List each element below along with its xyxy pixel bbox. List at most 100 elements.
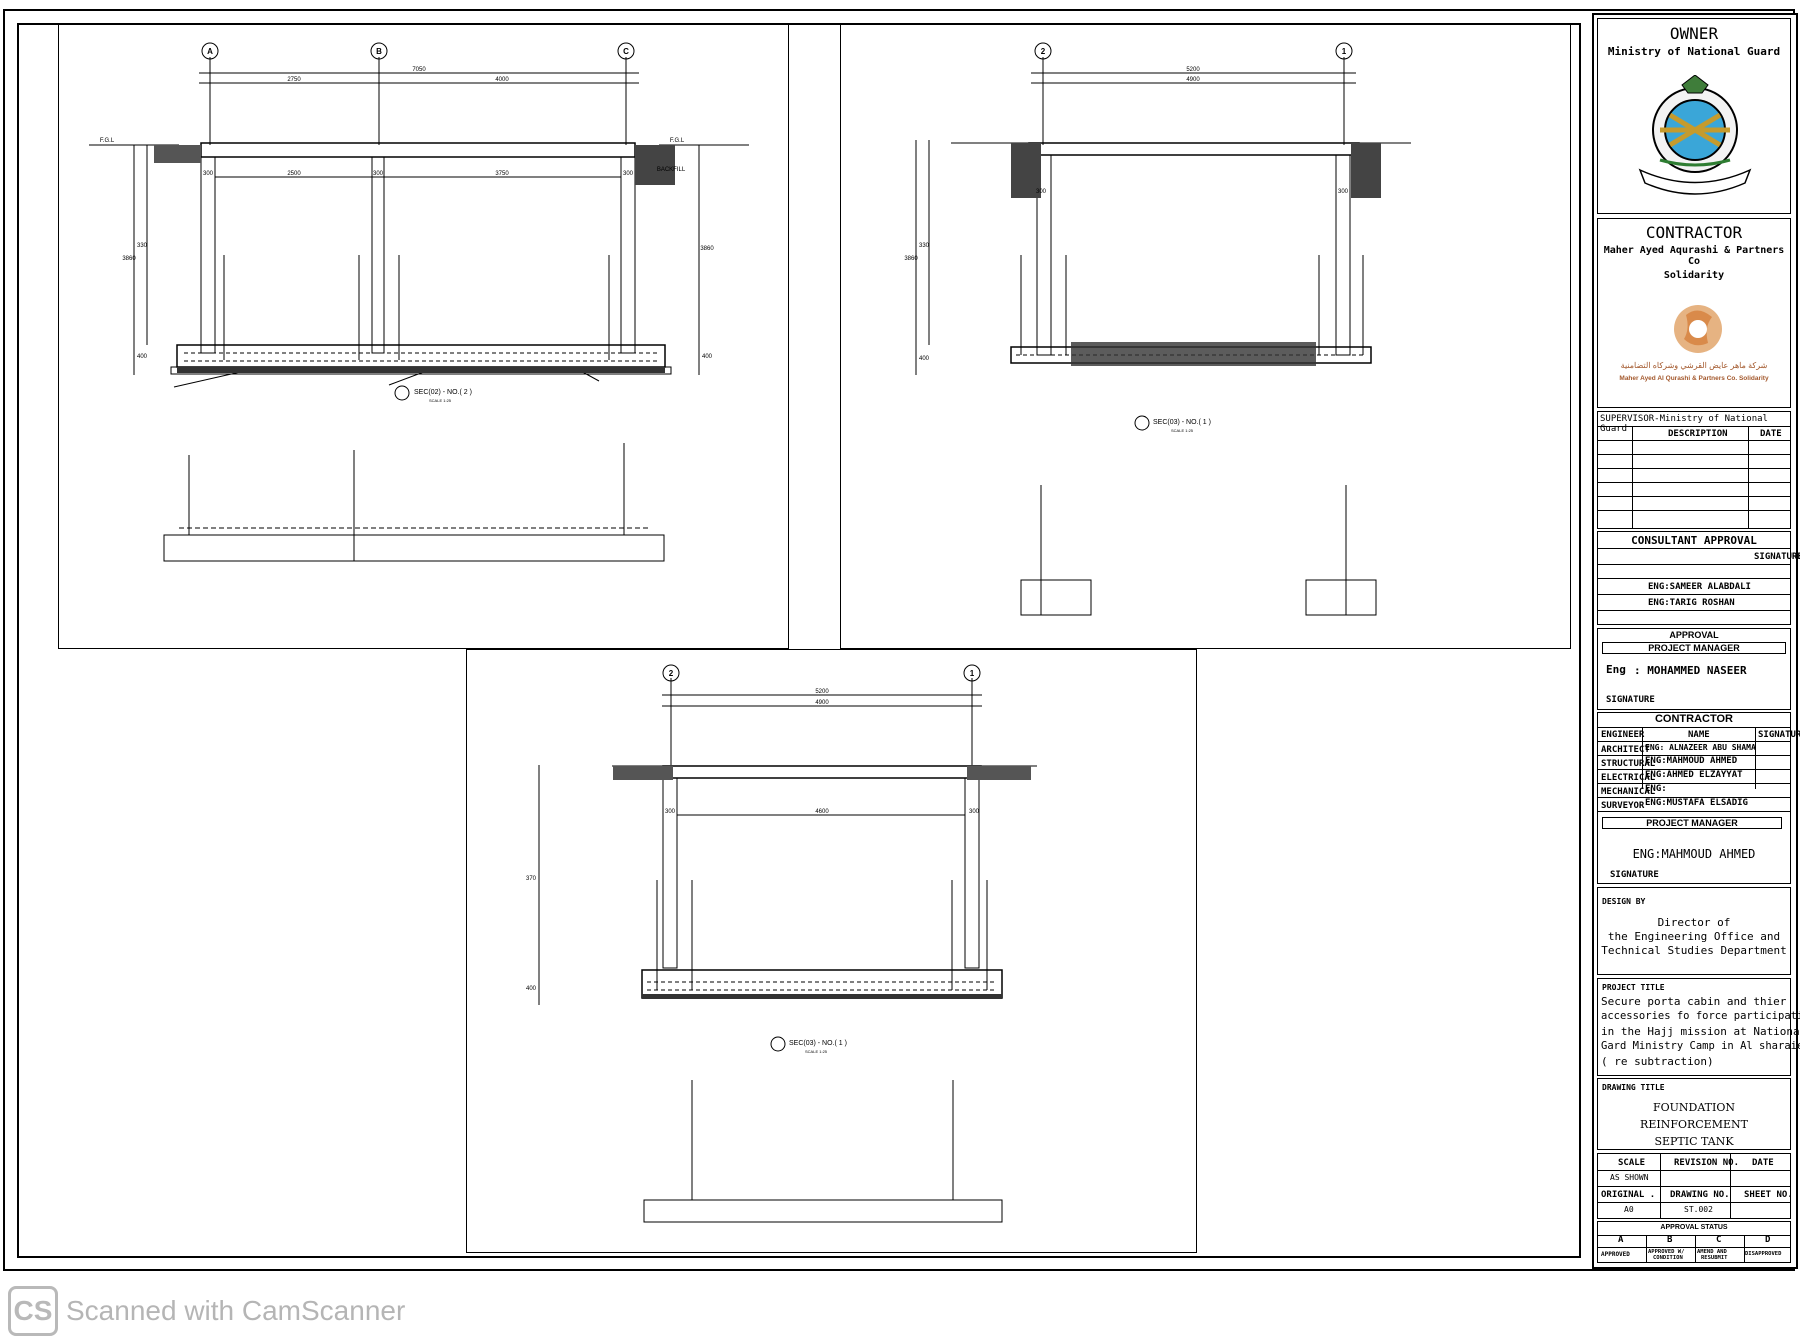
grid-label-2: 2	[1041, 47, 1046, 56]
approval-signature-label: SIGNATURE	[1606, 695, 1655, 705]
dim-4900: 4900	[815, 700, 829, 706]
dim-wall-a: 300	[203, 171, 214, 177]
contractor-logo-english: Maher Ayed Al Qurashi & Partners Co. Sol…	[1619, 375, 1769, 382]
team-role-electrical: ELECTRICAL	[1601, 773, 1656, 783]
status-approved-w: APPROVED W/	[1648, 1249, 1685, 1255]
national-guard-emblem-icon	[1638, 75, 1752, 195]
supervisor-label: SUPERVISOR-Ministry of National Guard	[1600, 414, 1768, 434]
team-role-structural: STRUCTURAL	[1601, 759, 1656, 769]
dim-wall-2: 300	[665, 809, 676, 815]
owner-name: Ministry of National Guard	[1607, 45, 1781, 58]
contractor-section: CONTRACTOR Maher Ayed Aqurashi & Partner…	[1597, 218, 1791, 408]
section-title-sec03-a: SEC(03) - NO.( 1 )	[1153, 419, 1211, 426]
camscanner-text: Scanned with CamScanner	[66, 1295, 406, 1326]
dim-7050: 7050	[412, 67, 426, 73]
supervisor-section: SUPERVISOR-Ministry of National Guard DE…	[1597, 411, 1791, 529]
contractor-team-heading: CONTRACTOR	[1654, 713, 1733, 725]
dim-4900: 4900	[1186, 77, 1200, 83]
approval-status-label: APPROVAL STATUS	[1660, 1224, 1728, 1231]
level-fgl-right: F.G.L	[670, 138, 685, 144]
team-name-architect: ENG: ALNAZEER ABU SHAMA	[1645, 743, 1756, 752]
dim-4600: 4600	[815, 809, 829, 815]
team-role-mechanical: MECHANICAL	[1601, 787, 1656, 797]
height-400-right: 400	[702, 354, 713, 360]
consultant-heading: CONSULTANT APPROVAL	[1631, 534, 1757, 547]
project-title-line-5: ( re subtraction)	[1601, 1055, 1714, 1068]
camscanner-watermark: CS Scanned with CamScanner	[8, 1283, 405, 1339]
status-letter-a: A	[1618, 1235, 1624, 1245]
drawing-no-value: ST.002	[1684, 1205, 1713, 1214]
contractor-team-section: CONTRACTOR ENGINEER NAME SIGNATURE ARCHI…	[1597, 712, 1800, 884]
drawing-no-label: DRAWING NO.	[1670, 1190, 1730, 1200]
camscanner-logo-icon: CS	[8, 1286, 58, 1336]
status-letter-d: D	[1765, 1235, 1771, 1245]
status-letter-c: C	[1716, 1235, 1722, 1245]
date-label: DATE	[1752, 1158, 1774, 1168]
project-title-line-2: accessories fo force participating	[1601, 1010, 1800, 1022]
section-panel-sec02: A B C 7050 2750 4000 2500 3750 300 300 3…	[58, 24, 789, 649]
approval-pm-label: PROJECT MANAGER	[1602, 642, 1786, 654]
section-panel-sec03-a: 2 1 5200 4900 300 300 3860 330 400 SEC(0…	[840, 24, 1571, 649]
team-header-name: NAME	[1688, 730, 1710, 740]
team-header-engineer: ENGINEER	[1601, 730, 1645, 740]
sec03a-drawing: 2 1 5200 4900 300 300 3860 330 400 SEC(0…	[904, 42, 1411, 616]
approval-eng-name: : MOHAMMED NASEER	[1634, 664, 1747, 677]
sheet-no-label: SHEET NO.	[1744, 1190, 1793, 1200]
consultant-eng-2: ENG:TARIG ROSHAN	[1648, 598, 1735, 608]
section-scale-sec03-b: SCALE 1:25	[805, 1049, 828, 1054]
height-400-left: 400	[137, 354, 148, 360]
height-3860-right: 3860	[700, 246, 714, 252]
drawing-title-line-2: SEPTIC TANK	[1654, 1135, 1734, 1148]
dim-2750: 2750	[287, 77, 301, 83]
team-name-surveyor: ENG:MUSTAFA ELSADIG	[1645, 798, 1748, 808]
project-title-section: PROJECT TITLE Secure porta cabin and thi…	[1597, 978, 1800, 1076]
grid-label-a: A	[207, 47, 213, 56]
status-disapproved: DISAPPROVED	[1745, 1251, 1782, 1257]
scale-value: AS SHOWN	[1610, 1173, 1649, 1182]
section-scale-sec03-a: SCALE 1:25	[1171, 428, 1194, 433]
team-role-surveyor: SURVEYOR	[1601, 801, 1645, 811]
project-title-label: PROJECT TITLE	[1602, 983, 1665, 992]
height-400: 400	[919, 356, 930, 362]
title-block: OWNER Ministry of National Guard CONTRAC…	[1592, 13, 1800, 1269]
contractor-name-2: Solidarity	[1663, 270, 1725, 281]
owner-section: OWNER Ministry of National Guard	[1597, 18, 1791, 214]
project-title-line-1: Secure porta cabin and thier	[1601, 995, 1787, 1008]
grid-label-1: 1	[1342, 47, 1347, 56]
owner-heading: OWNER	[1669, 24, 1719, 43]
design-by-section: DESIGN BY Director of the Engineering Of…	[1597, 887, 1791, 975]
grid-label-2: 2	[669, 669, 674, 678]
height-3860-left: 3860	[122, 256, 136, 262]
grid-label-1: 1	[970, 669, 975, 678]
team-header-signature: SIGNATURE	[1758, 730, 1800, 740]
team-pm-label: PROJECT MANAGER	[1602, 817, 1782, 829]
height-370: 370	[526, 876, 537, 882]
dim-5200: 5200	[1186, 67, 1200, 73]
status-approved: APPROVED	[1601, 1251, 1630, 1258]
note-backfill: BACKFILL	[657, 167, 686, 173]
team-pm-name: ENG:MAHMOUD AHMED	[1632, 847, 1756, 861]
design-by-line-1: Director of	[1657, 916, 1731, 929]
revision-no-label: REVISION NO.	[1674, 1158, 1740, 1168]
section-panel-sec03-b: 2 1 5200 4900 300 4600 300 370 400 SEC(0…	[466, 649, 1197, 1253]
scale-label: SCALE	[1618, 1158, 1646, 1168]
section-title-sec03-b: SEC(03) - NO.( 1 )	[789, 1040, 847, 1047]
dim-wall-2: 300	[1036, 189, 1047, 195]
section-scale-sec02: SCALE 1:25	[429, 398, 452, 403]
contractor-heading: CONTRACTOR	[1645, 223, 1743, 242]
grid-label-b: B	[376, 47, 382, 56]
status-amend: AMEND AND	[1697, 1249, 1727, 1255]
status-resubmit: RESUBMIT	[1701, 1255, 1728, 1261]
dim-wall-b: 300	[373, 171, 384, 177]
approval-eng-prefix: Eng	[1606, 663, 1626, 676]
contractor-logo-icon	[1674, 305, 1722, 353]
consultant-eng-1: ENG:SAMEER ALABDALI	[1648, 582, 1751, 592]
drawing-area-frame	[17, 23, 1581, 1258]
team-role-architect: ARCHITECT	[1601, 745, 1650, 755]
drawing-title-line-1: FOUNDATION REINFORCEMENT	[1640, 1101, 1748, 1131]
sec03b-drawing: 2 1 5200 4900 300 4600 300 370 400 SEC(0…	[526, 664, 1037, 1223]
height-400: 400	[526, 986, 537, 992]
height-3860: 3860	[904, 256, 918, 262]
team-name-mechanical: ENG:	[1645, 784, 1667, 794]
dim-wall-c: 300	[623, 171, 634, 177]
